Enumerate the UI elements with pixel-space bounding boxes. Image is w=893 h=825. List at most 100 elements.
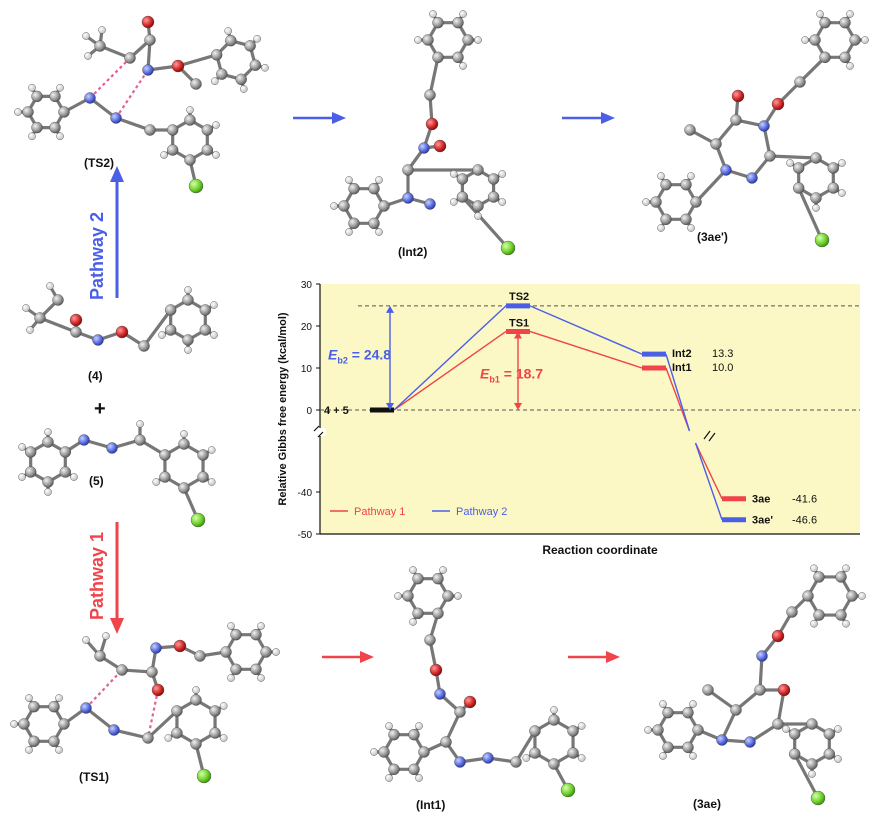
atom-c bbox=[199, 324, 212, 336]
atom-h bbox=[210, 331, 218, 339]
atom-c bbox=[819, 16, 831, 29]
bond bbox=[460, 195, 510, 250]
atom-n bbox=[402, 192, 414, 204]
atom-c bbox=[792, 162, 805, 174]
atom-n bbox=[482, 752, 494, 764]
pathway1-arrow bbox=[110, 522, 124, 634]
atom-c bbox=[201, 124, 214, 136]
molecule-reactant-4 bbox=[22, 282, 218, 354]
atom-h bbox=[474, 212, 482, 220]
atom-h bbox=[687, 224, 695, 232]
atom-h bbox=[224, 27, 233, 35]
atom-c bbox=[422, 34, 434, 46]
atom-n bbox=[744, 736, 756, 748]
series-connector bbox=[694, 442, 723, 520]
barrier-eb1-label: Eb1 = 18.7 bbox=[480, 366, 543, 385]
barrier-eb2-label: Eb2 = 24.8 bbox=[328, 347, 391, 366]
series-connector bbox=[393, 305, 507, 411]
atom-c bbox=[159, 471, 171, 483]
atom-c bbox=[48, 735, 60, 748]
atom-c bbox=[230, 628, 242, 641]
atom-h bbox=[810, 564, 818, 573]
atom-c bbox=[730, 114, 742, 126]
atom-h bbox=[25, 746, 33, 754]
atom-h bbox=[192, 686, 200, 694]
atom-c bbox=[388, 763, 400, 776]
pathway2-arrow bbox=[110, 166, 124, 298]
atom-h bbox=[227, 674, 235, 682]
atom-c bbox=[220, 646, 232, 658]
series-connector bbox=[393, 330, 507, 411]
label-ts2: (TS2) bbox=[84, 156, 114, 170]
atom-c bbox=[171, 705, 183, 717]
forming-bond bbox=[146, 689, 160, 739]
atom-n bbox=[758, 120, 770, 132]
atom-h bbox=[186, 106, 194, 114]
atom-c bbox=[138, 340, 150, 352]
atom-c bbox=[764, 150, 776, 162]
legend-label-pathway2: Pathway 2 bbox=[456, 506, 507, 518]
series-connector bbox=[694, 442, 723, 500]
atom-c bbox=[810, 152, 822, 164]
arrow-int1-to-3ae bbox=[568, 651, 620, 663]
atom-h bbox=[70, 473, 78, 481]
atom-n bbox=[434, 688, 446, 700]
atom-c bbox=[692, 724, 704, 736]
atom-h bbox=[846, 62, 854, 70]
atom-h bbox=[577, 754, 586, 762]
atom-h bbox=[28, 132, 36, 141]
atom-c bbox=[846, 590, 858, 602]
atom-o bbox=[731, 89, 745, 103]
connector-break-mark bbox=[703, 430, 716, 442]
atom-o bbox=[463, 695, 477, 709]
atom-c bbox=[166, 124, 179, 136]
y-axis-break-gap bbox=[314, 428, 326, 436]
atom-h bbox=[861, 36, 869, 44]
bond bbox=[176, 53, 219, 68]
atom-c bbox=[144, 34, 156, 46]
molecule-ts2 bbox=[14, 15, 269, 194]
atom-h bbox=[261, 63, 269, 72]
atom-c bbox=[662, 741, 674, 754]
level-label-3ae: 3ae bbox=[752, 494, 770, 506]
atom-c bbox=[197, 471, 209, 483]
atom-c bbox=[59, 446, 72, 458]
atom-n bbox=[150, 642, 162, 654]
y-tick-label: -50 bbox=[298, 530, 313, 541]
atom-h bbox=[858, 592, 866, 600]
atom-c bbox=[754, 684, 766, 696]
atom-c bbox=[178, 482, 190, 494]
atom-c bbox=[260, 646, 272, 658]
atom-h bbox=[82, 636, 90, 644]
atom-n bbox=[454, 756, 466, 768]
atom-h bbox=[657, 224, 665, 232]
atom-h bbox=[808, 770, 816, 778]
atom-h bbox=[219, 734, 228, 742]
atom-h bbox=[375, 176, 383, 184]
atom-h bbox=[98, 26, 106, 34]
atom-h bbox=[786, 159, 794, 167]
atom-h bbox=[846, 10, 854, 18]
atom-c bbox=[682, 741, 694, 754]
atom-h bbox=[22, 304, 30, 312]
atom-c bbox=[454, 706, 466, 718]
atom-h bbox=[801, 36, 809, 44]
atom-h bbox=[642, 198, 650, 206]
atom-h bbox=[449, 198, 458, 206]
atom-c bbox=[690, 196, 702, 208]
atom-h bbox=[82, 32, 90, 40]
atom-h bbox=[657, 172, 665, 180]
atom-c bbox=[216, 68, 228, 80]
bond bbox=[694, 168, 728, 204]
atom-h bbox=[180, 430, 188, 438]
atom-c bbox=[58, 106, 70, 118]
bond bbox=[797, 186, 824, 242]
atom-n bbox=[80, 702, 92, 714]
bond bbox=[768, 154, 818, 160]
forming-bond bbox=[115, 69, 149, 119]
atom-c bbox=[680, 213, 692, 226]
arrow-ts2-to-int2 bbox=[293, 112, 346, 124]
molecule-int2 bbox=[330, 10, 516, 256]
chart-x-axis-label: Reaction coordinate bbox=[542, 543, 658, 557]
bond bbox=[793, 752, 820, 800]
